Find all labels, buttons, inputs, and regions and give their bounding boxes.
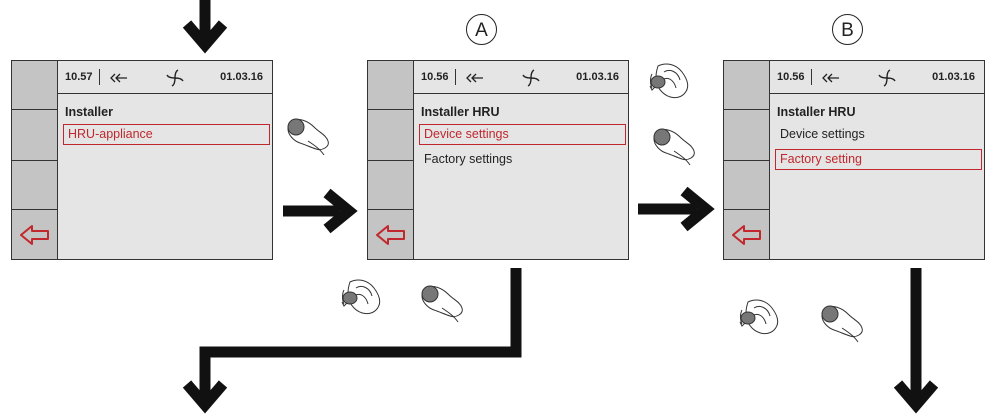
fan-icon bbox=[522, 69, 540, 87]
status-bar: 10.57 01.03.16 bbox=[58, 61, 272, 94]
rotate-knob-hand-icon bbox=[341, 279, 381, 315]
down-arrow-icon bbox=[182, 0, 228, 54]
back-arrow-icon bbox=[376, 225, 405, 245]
menu-item-device-settings[interactable]: Device settings bbox=[780, 127, 865, 141]
screen-3: 10.56 01.03.16 Installer HRU Device sett… bbox=[723, 60, 985, 260]
side-button-column bbox=[12, 61, 58, 259]
rotate-knob-hand-icon bbox=[739, 299, 779, 335]
elbow-down-arrow-icon bbox=[182, 268, 522, 414]
side-button-column bbox=[724, 61, 770, 259]
press-knob-hand-icon bbox=[421, 285, 463, 323]
back-button[interactable] bbox=[12, 210, 58, 260]
screen-2: 10.56 01.03.16 Installer HRU Device sett… bbox=[367, 60, 629, 260]
menu-title: Installer bbox=[65, 105, 113, 119]
side-button-1[interactable] bbox=[12, 61, 58, 110]
clock-time: 10.56 bbox=[777, 71, 805, 83]
menu-item-factory-setting[interactable]: Factory setting bbox=[775, 149, 982, 170]
status-divider bbox=[99, 69, 100, 85]
back-button[interactable] bbox=[724, 210, 770, 260]
press-knob-hand-icon bbox=[821, 305, 863, 343]
menu-item-device-settings[interactable]: Device settings bbox=[419, 124, 626, 145]
clock-time: 10.57 bbox=[65, 71, 93, 83]
rotate-knob-hand-icon bbox=[649, 63, 689, 99]
fan-icon bbox=[166, 69, 184, 87]
back-arrow-icon bbox=[732, 225, 761, 245]
menu-title: Installer HRU bbox=[777, 105, 856, 119]
date: 01.03.16 bbox=[576, 71, 619, 83]
right-arrow-icon bbox=[638, 186, 715, 232]
fan-icon bbox=[878, 69, 896, 87]
side-button-3[interactable] bbox=[724, 161, 770, 210]
step-marker-a: A bbox=[466, 14, 497, 45]
date: 01.03.16 bbox=[932, 71, 975, 83]
press-knob-hand-icon bbox=[287, 118, 329, 156]
date: 01.03.16 bbox=[220, 71, 263, 83]
right-arrow-icon bbox=[283, 188, 358, 234]
back-arrow-icon bbox=[20, 225, 49, 245]
status-bar: 10.56 01.03.16 bbox=[770, 61, 984, 94]
step-marker-b: B bbox=[832, 14, 863, 45]
side-button-1[interactable] bbox=[724, 61, 770, 110]
side-button-2[interactable] bbox=[368, 110, 414, 161]
down-arrow-icon bbox=[893, 268, 939, 414]
side-button-2[interactable] bbox=[724, 110, 770, 161]
connection-icon bbox=[110, 73, 127, 83]
side-button-3[interactable] bbox=[368, 161, 414, 210]
status-bar: 10.56 01.03.16 bbox=[414, 61, 628, 94]
side-button-column bbox=[368, 61, 414, 259]
status-divider bbox=[811, 69, 812, 85]
side-button-1[interactable] bbox=[368, 61, 414, 110]
menu-item-factory-settings[interactable]: Factory settings bbox=[424, 152, 513, 166]
connection-icon bbox=[466, 73, 483, 83]
side-button-3[interactable] bbox=[12, 161, 58, 210]
press-knob-hand-icon bbox=[653, 128, 695, 166]
menu-title: Installer HRU bbox=[421, 105, 500, 119]
screen-1: 10.57 01.03.16 Installer HRU-appliance bbox=[11, 60, 273, 260]
menu-item-hru-appliance[interactable]: HRU-appliance bbox=[63, 124, 270, 145]
back-button[interactable] bbox=[368, 210, 414, 260]
connection-icon bbox=[822, 73, 839, 83]
clock-time: 10.56 bbox=[421, 71, 449, 83]
status-divider bbox=[455, 69, 456, 85]
side-button-2[interactable] bbox=[12, 110, 58, 161]
